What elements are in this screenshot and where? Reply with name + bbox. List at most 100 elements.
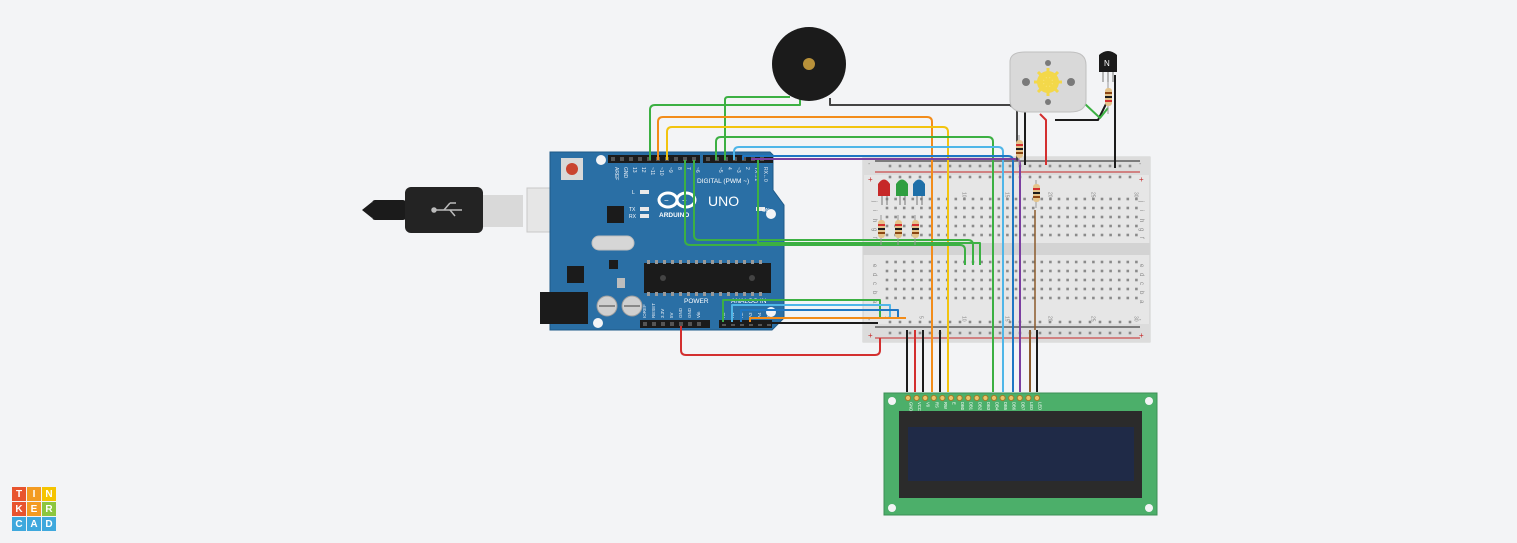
breadboard-hole[interactable] [1074, 260, 1078, 264]
breadboard-hole[interactable] [1031, 224, 1035, 228]
breadboard-hole[interactable] [988, 278, 992, 282]
piezo-buzzer[interactable] [772, 27, 846, 101]
breadboard-hole[interactable] [1092, 296, 1095, 300]
breadboard-hole[interactable] [1126, 224, 1130, 228]
breadboard-hole[interactable] [1031, 260, 1035, 264]
breadboard-hole[interactable] [954, 260, 958, 264]
breadboard-hole[interactable] [1117, 233, 1121, 237]
rail-hole[interactable] [928, 164, 932, 168]
breadboard-hole[interactable] [1109, 287, 1112, 291]
breadboard-hole[interactable] [1057, 260, 1061, 264]
breadboard-hole[interactable] [1066, 206, 1069, 210]
breadboard-hole[interactable] [928, 278, 932, 282]
wire-yellow-e[interactable] [666, 126, 949, 392]
rail-hole[interactable] [1098, 175, 1102, 179]
breadboard-hole[interactable] [997, 224, 1001, 228]
breadboard-hole[interactable] [1074, 287, 1078, 291]
rail-hole[interactable] [938, 175, 942, 179]
rail-hole[interactable] [1048, 175, 1052, 179]
breadboard-hole[interactable] [1074, 206, 1078, 210]
breadboard-hole[interactable] [937, 260, 940, 264]
breadboard-hole[interactable] [1057, 296, 1061, 300]
breadboard-hole[interactable] [963, 296, 966, 300]
breadboard-hole[interactable] [902, 278, 906, 282]
breadboard-hole[interactable] [963, 269, 966, 273]
breadboard-hole[interactable] [1031, 233, 1035, 237]
breadboard-hole[interactable] [971, 278, 975, 282]
rail-hole[interactable] [1118, 320, 1122, 324]
rail-hole[interactable] [1068, 175, 1072, 179]
breadboard-hole[interactable] [1057, 269, 1061, 273]
led-blue[interactable] [913, 179, 925, 206]
breadboard-hole[interactable] [920, 206, 923, 210]
lcd-pin[interactable] [939, 394, 946, 402]
breadboard-hole[interactable] [1126, 278, 1130, 282]
rail-hole[interactable] [898, 320, 902, 324]
breadboard-hole[interactable] [902, 197, 906, 201]
breadboard-hole[interactable] [911, 260, 915, 264]
breadboard-hole[interactable] [937, 206, 940, 210]
breadboard-hole[interactable] [885, 224, 889, 228]
rail-hole[interactable] [928, 175, 932, 179]
breadboard-hole[interactable] [1126, 287, 1130, 291]
rail-hole[interactable] [998, 331, 1002, 335]
breadboard-hole[interactable] [980, 287, 983, 291]
breadboard-hole[interactable] [1109, 269, 1112, 273]
breadboard-hole[interactable] [1092, 278, 1095, 282]
rail-hole[interactable] [1048, 164, 1052, 168]
breadboard-hole[interactable] [1074, 233, 1078, 237]
breadboard-hole[interactable] [885, 269, 889, 273]
rail-hole[interactable] [958, 175, 962, 179]
rail-hole[interactable] [1128, 164, 1132, 168]
breadboard-hole[interactable] [1049, 224, 1052, 228]
leds[interactable] [878, 179, 925, 206]
breadboard-hole[interactable] [902, 224, 906, 228]
rail-hole[interactable] [1108, 175, 1112, 179]
breadboard-hole[interactable] [963, 287, 966, 291]
breadboard-hole[interactable] [1040, 296, 1044, 300]
breadboard-hole[interactable] [1126, 233, 1130, 237]
breadboard-hole[interactable] [1083, 269, 1087, 273]
rail-hole[interactable] [1118, 331, 1122, 335]
breadboard-hole[interactable] [971, 233, 975, 237]
wire-black-buzzer[interactable] [829, 98, 1018, 160]
rail-hole[interactable] [948, 320, 952, 324]
wire-red-5v[interactable] [680, 326, 881, 356]
rail-hole[interactable] [908, 164, 912, 168]
wires[interactable] [649, 75, 1116, 392]
breadboard-hole[interactable] [1049, 287, 1052, 291]
breadboard-hole[interactable] [937, 278, 940, 282]
breadboard-hole[interactable] [963, 224, 966, 228]
breadboard-hole[interactable] [988, 197, 992, 201]
lcd-pin[interactable] [904, 394, 912, 402]
rail-hole[interactable] [938, 164, 942, 168]
rail-hole[interactable] [888, 164, 892, 168]
breadboard-hole[interactable] [1092, 215, 1095, 219]
breadboard-hole[interactable] [997, 260, 1001, 264]
rail-hole[interactable] [1038, 175, 1042, 179]
resistor[interactable] [895, 215, 902, 245]
breadboard-hole[interactable] [928, 233, 932, 237]
breadboard-hole[interactable] [928, 296, 932, 300]
rail-hole[interactable] [1008, 331, 1012, 335]
rail-hole[interactable] [908, 175, 912, 179]
breadboard-hole[interactable] [1023, 224, 1026, 228]
lcd-pin[interactable] [956, 394, 963, 402]
breadboard-hole[interactable] [911, 206, 915, 210]
breadboard-hole[interactable] [988, 287, 992, 291]
breadboard-hole[interactable] [1109, 224, 1112, 228]
breadboard-hole[interactable] [963, 197, 966, 201]
breadboard-hole[interactable] [1083, 215, 1087, 219]
dc-motor[interactable] [1009, 51, 1087, 113]
resistors[interactable] [878, 82, 1112, 245]
breadboard-hole[interactable] [1135, 269, 1138, 273]
rail-hole[interactable] [918, 320, 922, 324]
breadboard-hole[interactable] [954, 296, 958, 300]
breadboard-hole[interactable] [1023, 233, 1026, 237]
breadboard-hole[interactable] [997, 206, 1001, 210]
rail-hole[interactable] [1088, 331, 1092, 335]
rail-hole[interactable] [968, 175, 972, 179]
rail-hole[interactable] [1038, 164, 1042, 168]
